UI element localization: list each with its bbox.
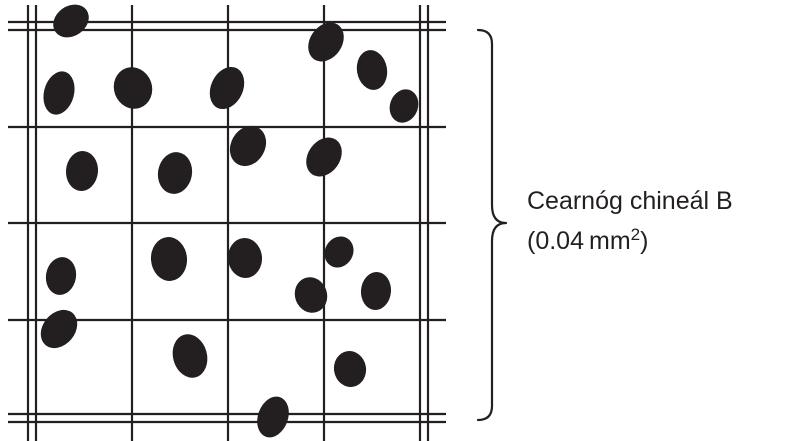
cell: [53, 4, 89, 38]
cell: [306, 137, 342, 177]
cell: [333, 351, 367, 387]
cell: [324, 236, 354, 268]
cell: [308, 22, 344, 62]
cell: [43, 71, 75, 115]
area-unit-superscript: 2: [630, 225, 641, 244]
cells: [40, 4, 419, 438]
square-type-label: Cearnóg chineál B: [527, 187, 733, 215]
square-area-label: (0.04 mm2): [527, 225, 649, 259]
area-closing-paren: ): [640, 227, 649, 255]
grid-lines: [8, 5, 446, 441]
cell: [294, 277, 328, 313]
cell: [356, 50, 388, 90]
cell: [172, 334, 208, 378]
cell: [113, 67, 153, 109]
curly-brace: [476, 28, 508, 422]
cell: [40, 309, 78, 349]
cell: [229, 125, 267, 167]
cell: [360, 272, 392, 310]
cell: [389, 89, 419, 123]
cell: [150, 237, 188, 281]
cell: [227, 238, 263, 278]
cell: [157, 152, 193, 194]
cell: [257, 396, 289, 438]
area-value: (0.04 mm: [527, 227, 631, 255]
cell: [45, 257, 77, 295]
cell: [209, 66, 245, 110]
cell: [65, 151, 99, 191]
